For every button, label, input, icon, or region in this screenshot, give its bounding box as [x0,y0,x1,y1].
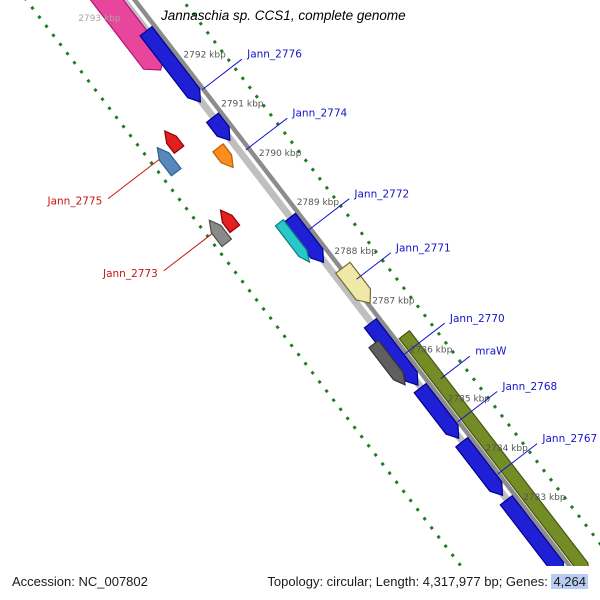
gene-label-Jann_2775[interactable]: Jann_2775 [46,196,102,208]
label-leader [497,443,538,475]
tick-label: 2791 kbp [221,100,264,110]
topology-text: Topology: circular; Length: 4,317,977 bp… [267,574,588,589]
label-leader [245,117,288,151]
label-leader [201,58,243,90]
tick-label: 2790 kbp [259,149,302,159]
feature-red-2789[interactable] [219,209,241,234]
tick-label: 2789 kbp [297,198,340,208]
tick-label: 2788 kbp [334,247,377,257]
gene-Jann_2774[interactable] [205,112,231,142]
accession-text: Accession: NC_007802 [12,574,148,589]
tick-label: 2783 kbp [523,493,566,503]
tick-label: 2793 kbp [78,14,121,24]
gene-label-Jann_2774[interactable]: Jann_2774 [291,108,347,120]
gene-label-Jann_2773[interactable]: Jann_2773 [102,268,158,280]
gene-label-Jann_2771[interactable]: Jann_2771 [395,242,451,254]
tick-label: 2787 kbp [372,296,415,306]
tick-label: 2785 kbp [448,395,491,405]
page-title: Jannaschia sp. CCS1, complete genome [161,8,406,23]
genes-count-highlight: 4,264 [551,574,588,589]
gene-label-Jann_2768[interactable]: Jann_2768 [501,381,557,393]
gene-label-Jann_2772[interactable]: Jann_2772 [353,188,409,200]
label-leader [306,198,350,232]
gene-label-Jann_2767[interactable]: Jann_2767 [541,433,597,445]
label-leader [163,233,213,272]
gene-Jann_2772[interactable] [274,218,311,264]
gc-dotted-ring [24,0,489,600]
label-leader [107,159,160,199]
topology-prefix: Topology: circular; Length: 4,317,977 bp… [267,574,552,589]
gene-blue-2786[interactable] [363,317,419,387]
gene-blue-2784[interactable] [454,436,504,497]
label-leader [457,391,498,423]
gene-label-Jann_2770[interactable]: Jann_2770 [449,313,505,325]
label-leader [440,355,471,380]
footer-bar: Accession: NC_007802 Topology: circular;… [0,566,600,600]
feature-red-2791[interactable] [163,130,185,155]
gene-label-mraW[interactable]: mraW [475,346,507,358]
tick-label: 2792 kbp [183,51,226,61]
gene-blue-2785[interactable] [413,382,460,440]
gene-Jann_2773[interactable] [208,219,233,248]
gene-Jann_2776[interactable] [139,25,202,103]
gene-Jann_2775[interactable] [156,146,182,177]
feature-darkgray-2786[interactable] [368,339,406,386]
tick-label: 2786 kbp [410,346,453,356]
gene-label-Jann_2776[interactable]: Jann_2776 [246,49,302,61]
gene-Jann_2771[interactable] [334,261,372,304]
label-leader [402,322,446,356]
tick-label: 2784 kbp [485,444,528,454]
feature-orange-trna[interactable] [212,143,234,169]
gene-blue-2788[interactable] [282,212,325,264]
label-leader [356,252,392,280]
